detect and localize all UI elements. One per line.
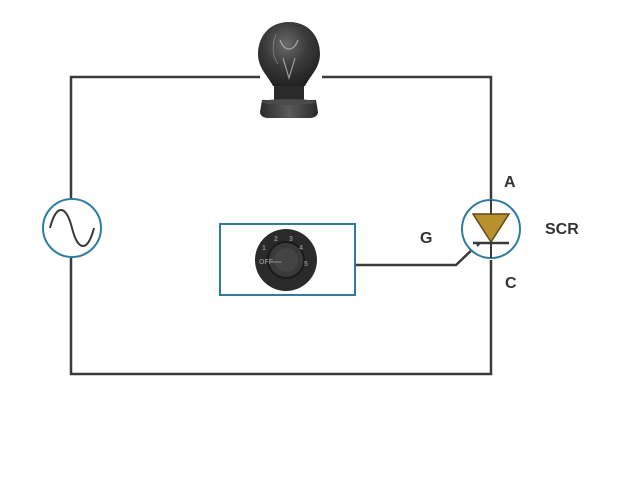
dial-position-5: 5: [304, 261, 308, 268]
dial-position-1: 1: [262, 245, 266, 252]
light-bulb-icon: [258, 22, 320, 118]
cathode-label: C: [505, 275, 517, 292]
dial-position-4: 4: [299, 245, 303, 252]
scr-thyristor-icon: [461, 199, 521, 259]
wire-top-left: [69, 75, 260, 198]
circuit-wires: [69, 75, 493, 376]
wire-left-bottom: [69, 258, 493, 376]
gate-label: G: [420, 230, 432, 247]
wire-top-right: [322, 75, 493, 200]
anode-label: A: [504, 174, 516, 191]
dial-position-3: 3: [289, 236, 293, 243]
scr-label: SCR: [545, 221, 579, 238]
dial-control[interactable]: OFF 1 2 3 4 5: [219, 223, 356, 296]
wire-gate: [356, 244, 478, 267]
dial-off-label: OFF: [259, 259, 274, 266]
ac-source-icon: [42, 198, 102, 258]
dial-position-2: 2: [274, 236, 278, 243]
rotary-dial-icon[interactable]: OFF 1 2 3 4 5: [255, 229, 317, 291]
